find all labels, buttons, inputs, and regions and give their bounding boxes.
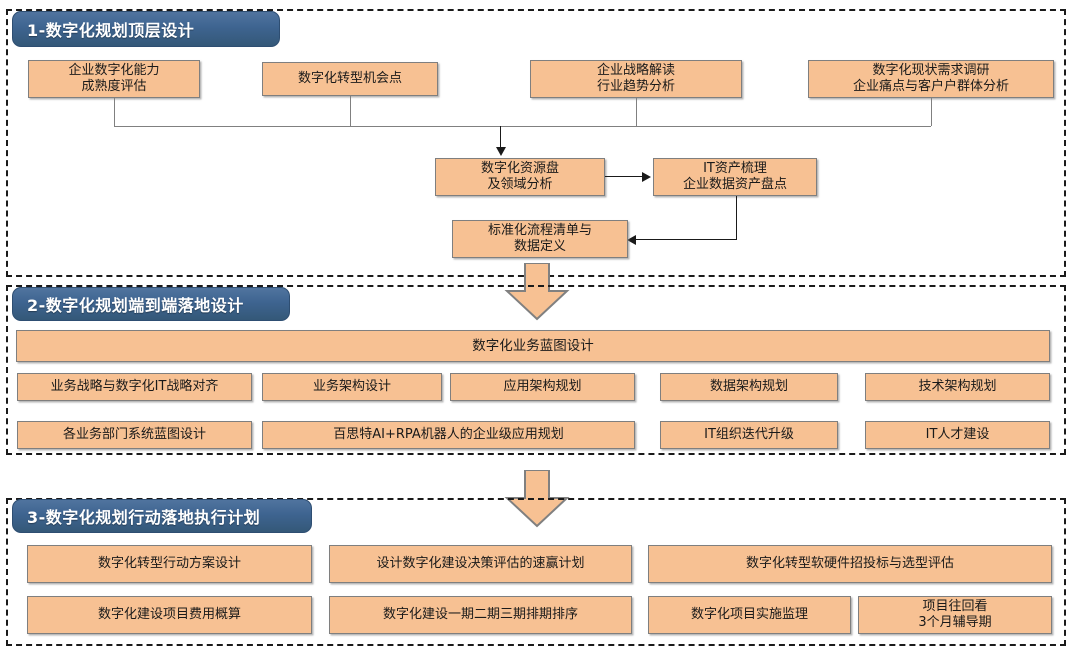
connector-itasset-to-standard-left <box>636 239 736 241</box>
section-3-header-chip: 3-数字化规划行动落地执行计划 <box>12 499 312 533</box>
box-department-system-blueprint-design[interactable]: 各业务部门系统蓝图设计 <box>17 421 252 449</box>
box-enterprise-strategy-interpretation[interactable]: 企业战略解读 行业趋势分析 <box>530 60 742 98</box>
box-it-organization-iterative-upgrade[interactable]: IT组织迭代升级 <box>660 421 838 449</box>
connector-drop-box4 <box>931 98 932 126</box>
connector-bus-to-resource-box <box>500 126 502 152</box>
arrow-head-left-to-standard-box <box>627 235 636 245</box>
section-3-title: 3-数字化规划行动落地执行计划 <box>27 508 261 527</box>
box-digital-status-demand-research[interactable]: 数字化现状需求调研 企业痛点与客户户群体分析 <box>808 60 1054 98</box>
box-technical-architecture-planning[interactable]: 技术架构规划 <box>865 373 1050 401</box>
box-phase-scheduling-sequence[interactable]: 数字化建设一期二期三期排期排序 <box>329 596 632 634</box>
box-digital-transformation-action-plan-design[interactable]: 数字化转型行动方案设计 <box>27 545 312 583</box>
box-label: 企业数字化能力 成熟度评估 <box>68 62 160 94</box>
connector-bus-horizontal <box>114 126 931 127</box>
box-standard-process-and-data-definition[interactable]: 标准化流程清单与 数据定义 <box>452 220 628 258</box>
box-label: 企业战略解读 行业趋势分析 <box>596 62 675 94</box>
box-label: IT组织迭代升级 <box>704 426 794 442</box>
box-label: 技术架构规划 <box>918 378 997 394</box>
arrow-head-down-to-resource-box <box>495 147 506 156</box>
box-label: 项目往回看 3个月辅导期 <box>918 598 992 630</box>
connector-resource-to-itasset <box>605 176 643 178</box>
box-ai-rpa-enterprise-application-planning[interactable]: 百思特AI+RPA机器人的企业级应用规划 <box>262 421 635 449</box>
box-quick-win-plan-for-decision-evaluation[interactable]: 设计数字化建设决策评估的速赢计划 <box>329 545 632 583</box>
connector-drop-box2 <box>350 96 351 126</box>
box-digital-business-blueprint-design[interactable]: 数字化业务蓝图设计 <box>16 330 1050 362</box>
section-1-header-chip: 1-数字化规划顶层设计 <box>12 11 280 47</box>
box-project-cost-estimation[interactable]: 数字化建设项目费用概算 <box>27 596 312 634</box>
box-project-implementation-supervision[interactable]: 数字化项目实施监理 <box>648 596 851 634</box>
box-label: 数字化转型行动方案设计 <box>97 555 241 571</box>
down-arrow-icon <box>504 262 570 321</box>
arrow-head-right-to-itasset <box>642 171 651 182</box>
section-2-frame <box>6 285 1066 455</box>
box-label: 业务架构设计 <box>312 378 391 394</box>
box-label: 数字化转型机会点 <box>297 70 402 86</box>
box-business-it-strategy-alignment[interactable]: 业务战略与数字化IT战略对齐 <box>17 373 252 401</box>
box-digital-resource-inventory[interactable]: 数字化资源盘 及领域分析 <box>435 158 605 196</box>
box-label: 应用架构规划 <box>503 378 582 394</box>
section-1-title: 1-数字化规划顶层设计 <box>27 21 195 40</box>
box-it-asset-inventory[interactable]: IT资产梳理 企业数据资产盘点 <box>653 158 817 196</box>
section-2-title: 2-数字化规划端到端落地设计 <box>27 296 244 315</box>
box-label: 数字化资源盘 及领域分析 <box>480 160 559 192</box>
box-label: 数字化建设项目费用概算 <box>97 606 241 622</box>
box-enterprise-digital-maturity[interactable]: 企业数字化能力 成熟度评估 <box>28 60 200 98</box>
box-label: IT资产梳理 企业数据资产盘点 <box>682 160 787 192</box>
connector-drop-box3 <box>636 98 637 126</box>
box-data-architecture-planning[interactable]: 数据架构规划 <box>660 373 838 401</box>
box-application-architecture-planning[interactable]: 应用架构规划 <box>450 373 635 401</box>
box-label: 数字化转型软硬件招投标与选型评估 <box>745 555 954 571</box>
box-label: 设计数字化建设决策评估的速赢计划 <box>376 555 585 571</box>
box-label: 数据架构规划 <box>709 378 788 394</box>
connector-itasset-down <box>736 196 738 240</box>
box-it-talent-development[interactable]: IT人才建设 <box>865 421 1050 449</box>
connector-drop-box1 <box>114 98 115 126</box>
box-label: 业务战略与数字化IT战略对齐 <box>50 378 219 394</box>
box-label: 数字化业务蓝图设计 <box>472 337 594 354</box>
section-3-frame <box>6 498 1066 646</box>
box-label: 数字化现状需求调研 企业痛点与客户户群体分析 <box>852 62 1009 94</box>
box-label: 数字化项目实施监理 <box>690 606 808 622</box>
box-label: 各业务部门系统蓝图设计 <box>62 426 206 442</box>
box-label: IT人才建设 <box>925 426 990 442</box>
box-digital-transformation-opportunities[interactable]: 数字化转型机会点 <box>262 62 438 96</box>
box-label: 标准化流程清单与 数据定义 <box>487 222 592 254</box>
box-label: 数字化建设一期二期三期排期排序 <box>382 606 578 622</box>
box-hardware-software-bidding-and-selection[interactable]: 数字化转型软硬件招投标与选型评估 <box>648 545 1052 583</box>
box-project-review-coaching-period[interactable]: 项目往回看 3个月辅导期 <box>858 596 1052 634</box>
box-business-architecture-design[interactable]: 业务架构设计 <box>262 373 442 401</box>
flow-arrow-section1-to-section2 <box>504 262 570 321</box>
section-2-header-chip: 2-数字化规划端到端落地设计 <box>12 287 290 321</box>
box-label: 百思特AI+RPA机器人的企业级应用规划 <box>333 426 564 442</box>
